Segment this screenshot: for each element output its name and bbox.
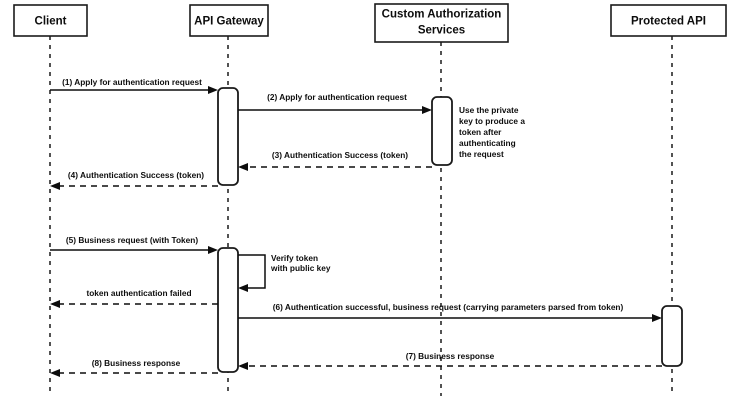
note-private-key: Use the private key to produce a token a… [459, 105, 525, 159]
participant-box-protected-api[interactable] [610, 4, 727, 37]
participant-box-custom-authorization-services[interactable] [374, 3, 509, 43]
note-private-key-line-2: key to produce a [459, 116, 525, 126]
message-5-arrowhead [208, 246, 218, 254]
message-self-verify-token-arrowhead [238, 284, 248, 292]
message-8-arrowhead [50, 369, 60, 377]
participant-label-client: Client [35, 16, 67, 28]
message-1-arrowhead [208, 86, 218, 94]
message-self-verify-token-label-line1: Verify token [271, 253, 318, 263]
participant-custom-authorization-services[interactable]: Custom Authorization Services [374, 3, 509, 43]
message-2-arrowhead [422, 106, 432, 114]
message-7-label: (7) Business response [406, 351, 495, 361]
message-5[interactable]: (5) Business request (with Token) [50, 235, 218, 254]
message-5-label: (5) Business request (with Token) [66, 235, 198, 245]
message-6-arrowhead [652, 314, 662, 322]
participant-api-gateway[interactable]: API Gateway [189, 4, 269, 37]
activation-api-gateway-business[interactable] [217, 247, 239, 373]
message-6[interactable]: (6) Authentication successful, business … [238, 302, 662, 322]
note-private-key-line-4: authenticating [459, 138, 516, 148]
message-3[interactable]: (3) Authentication Success (token) [238, 150, 432, 171]
activation-bars-group [217, 87, 683, 373]
note-private-key-line-1: Use the private [459, 105, 519, 115]
message-1[interactable]: (1) Apply for authentication request [50, 77, 218, 94]
message-3-label: (3) Authentication Success (token) [272, 150, 408, 160]
message-6-label: (6) Authentication successful, business … [273, 302, 624, 312]
participant-label-custom-authorization-services-line1: Custom Authorization [382, 9, 502, 21]
participant-box-api-gateway[interactable] [189, 4, 269, 37]
message-7-arrowhead [238, 362, 248, 370]
message-token-authentication-failed-label: token authentication failed [86, 288, 191, 298]
participant-box-client[interactable] [13, 4, 88, 37]
message-1-label: (1) Apply for authentication request [62, 77, 202, 87]
message-self-verify-token[interactable]: Verify token with public key [238, 253, 331, 292]
message-4-arrowhead [50, 182, 60, 190]
message-7[interactable]: (7) Business response [238, 351, 662, 370]
activation-protected-api[interactable] [661, 305, 683, 367]
note-private-key-line-5: the request [459, 149, 504, 159]
message-4[interactable]: (4) Authentication Success (token) [50, 170, 218, 190]
message-8[interactable]: (8) Business response [50, 358, 218, 377]
message-self-verify-token-label-line2: with public key [270, 263, 331, 273]
message-2-label: (2) Apply for authentication request [267, 92, 407, 102]
participant-label-api-gateway: API Gateway [194, 16, 264, 28]
message-2[interactable]: (2) Apply for authentication request [238, 92, 432, 114]
message-token-authentication-failed[interactable]: token authentication failed [50, 288, 218, 308]
participant-protected-api[interactable]: Protected API [610, 4, 727, 37]
activation-custom-authorization-services[interactable] [431, 96, 453, 166]
activation-api-gateway-auth[interactable] [217, 87, 239, 186]
message-token-authentication-failed-arrowhead [50, 300, 60, 308]
message-8-label: (8) Business response [92, 358, 181, 368]
message-self-verify-token-line [238, 254, 266, 289]
participant-label-protected-api: Protected API [631, 16, 706, 28]
participant-label-custom-authorization-services-line2: Services [418, 25, 465, 37]
message-4-label: (4) Authentication Success (token) [68, 170, 204, 180]
note-private-key-line-3: token after [459, 127, 502, 137]
message-3-arrowhead [238, 163, 248, 171]
participant-client[interactable]: Client [13, 4, 88, 37]
